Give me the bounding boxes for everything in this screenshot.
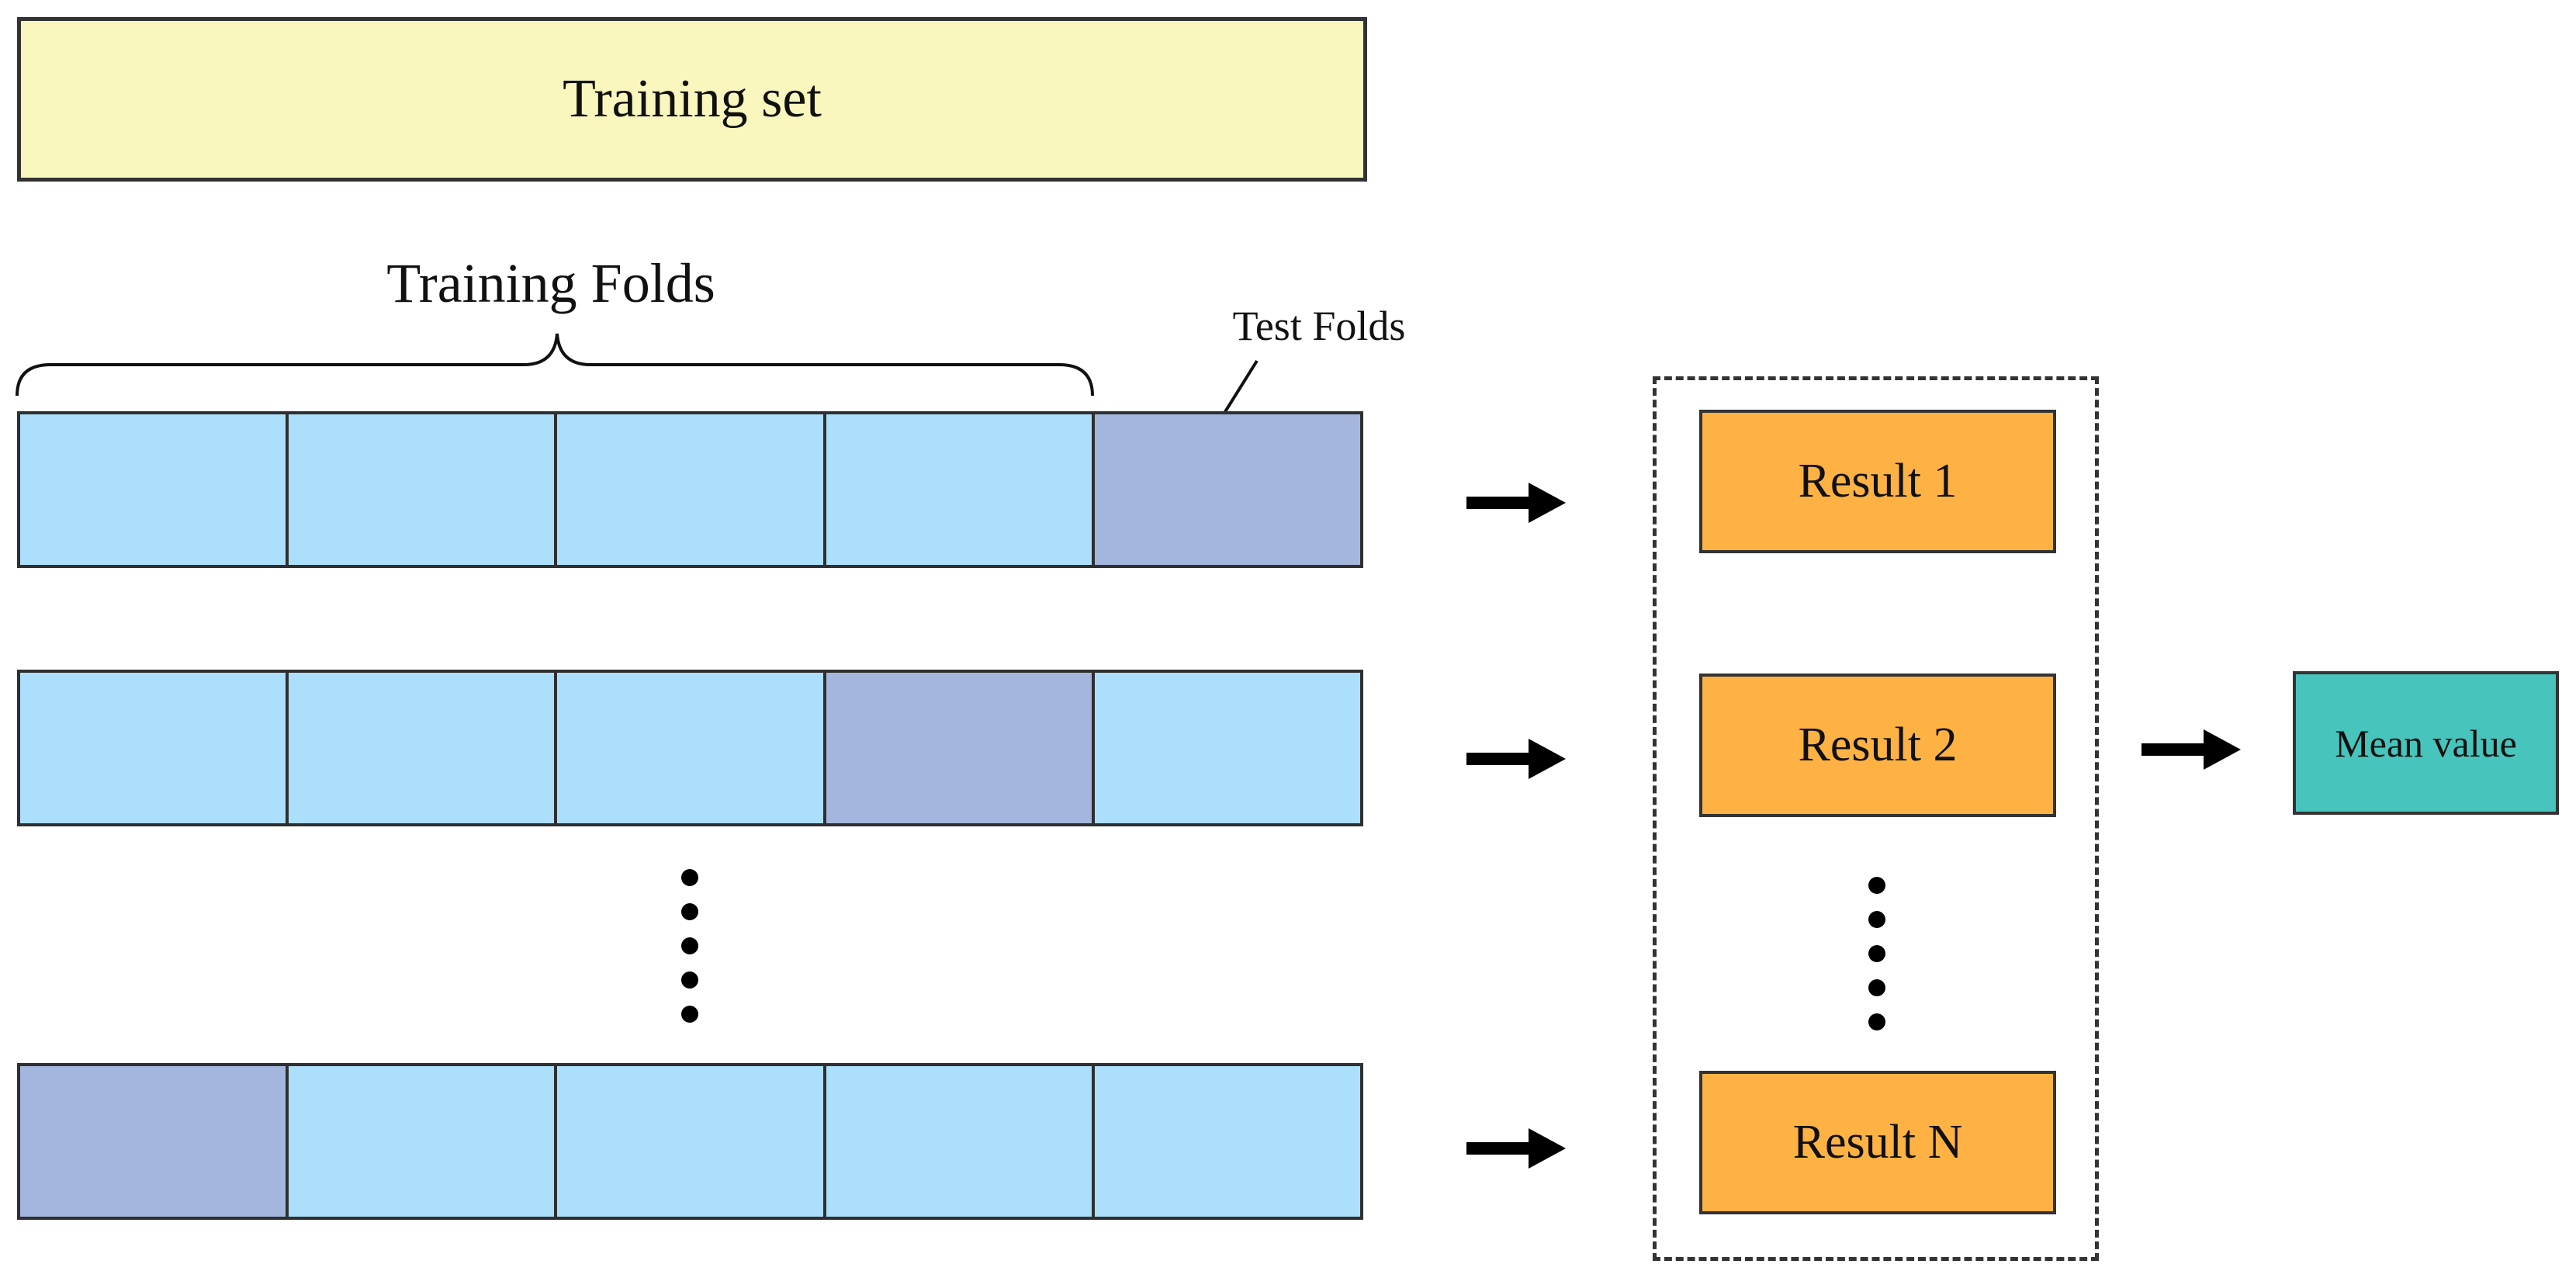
training-fold-cell: [20, 414, 289, 565]
training-fold-cell: [826, 1066, 1095, 1217]
arrow-right-icon: [1466, 483, 1566, 523]
mean-value-box: Mean value: [2293, 671, 2559, 815]
training-fold-cell: [289, 1066, 558, 1217]
training-folds-label: Training Folds: [386, 251, 715, 314]
training-fold-cell: [557, 1066, 826, 1217]
training-fold-cell: [557, 673, 826, 823]
training-fold-cell: [1094, 1066, 1361, 1217]
fold-row-n: [17, 1063, 1363, 1220]
fold-row-2: [17, 670, 1363, 826]
training-fold-cell: [20, 673, 289, 823]
result-box-n: Result N: [1699, 1071, 2056, 1214]
result-box-2: Result 2: [1699, 674, 2056, 817]
training-fold-cell: [289, 414, 558, 565]
result-box-1: Result 1: [1699, 410, 2056, 553]
training-fold-cell: [557, 414, 826, 565]
test-folds-label: Test Folds: [1232, 303, 1406, 349]
results-group: [1653, 376, 2099, 1261]
training-folds-brace: [16, 333, 1094, 397]
vertical-ellipsis-left: [675, 869, 706, 1024]
training-set-box: Training set: [17, 17, 1367, 182]
test-fold-cell: [20, 1066, 289, 1217]
training-fold-cell: [289, 673, 558, 823]
test-fold-cell: [826, 673, 1095, 823]
training-fold-cell: [826, 414, 1095, 565]
arrow-right-icon: [2141, 729, 2241, 770]
arrow-right-icon: [1466, 1128, 1566, 1169]
test-fold-cell: [1094, 414, 1361, 565]
arrow-right-icon: [1466, 739, 1566, 779]
fold-row-1: [17, 411, 1363, 568]
training-fold-cell: [1094, 673, 1361, 823]
vertical-ellipsis-right: [1862, 877, 1893, 1032]
